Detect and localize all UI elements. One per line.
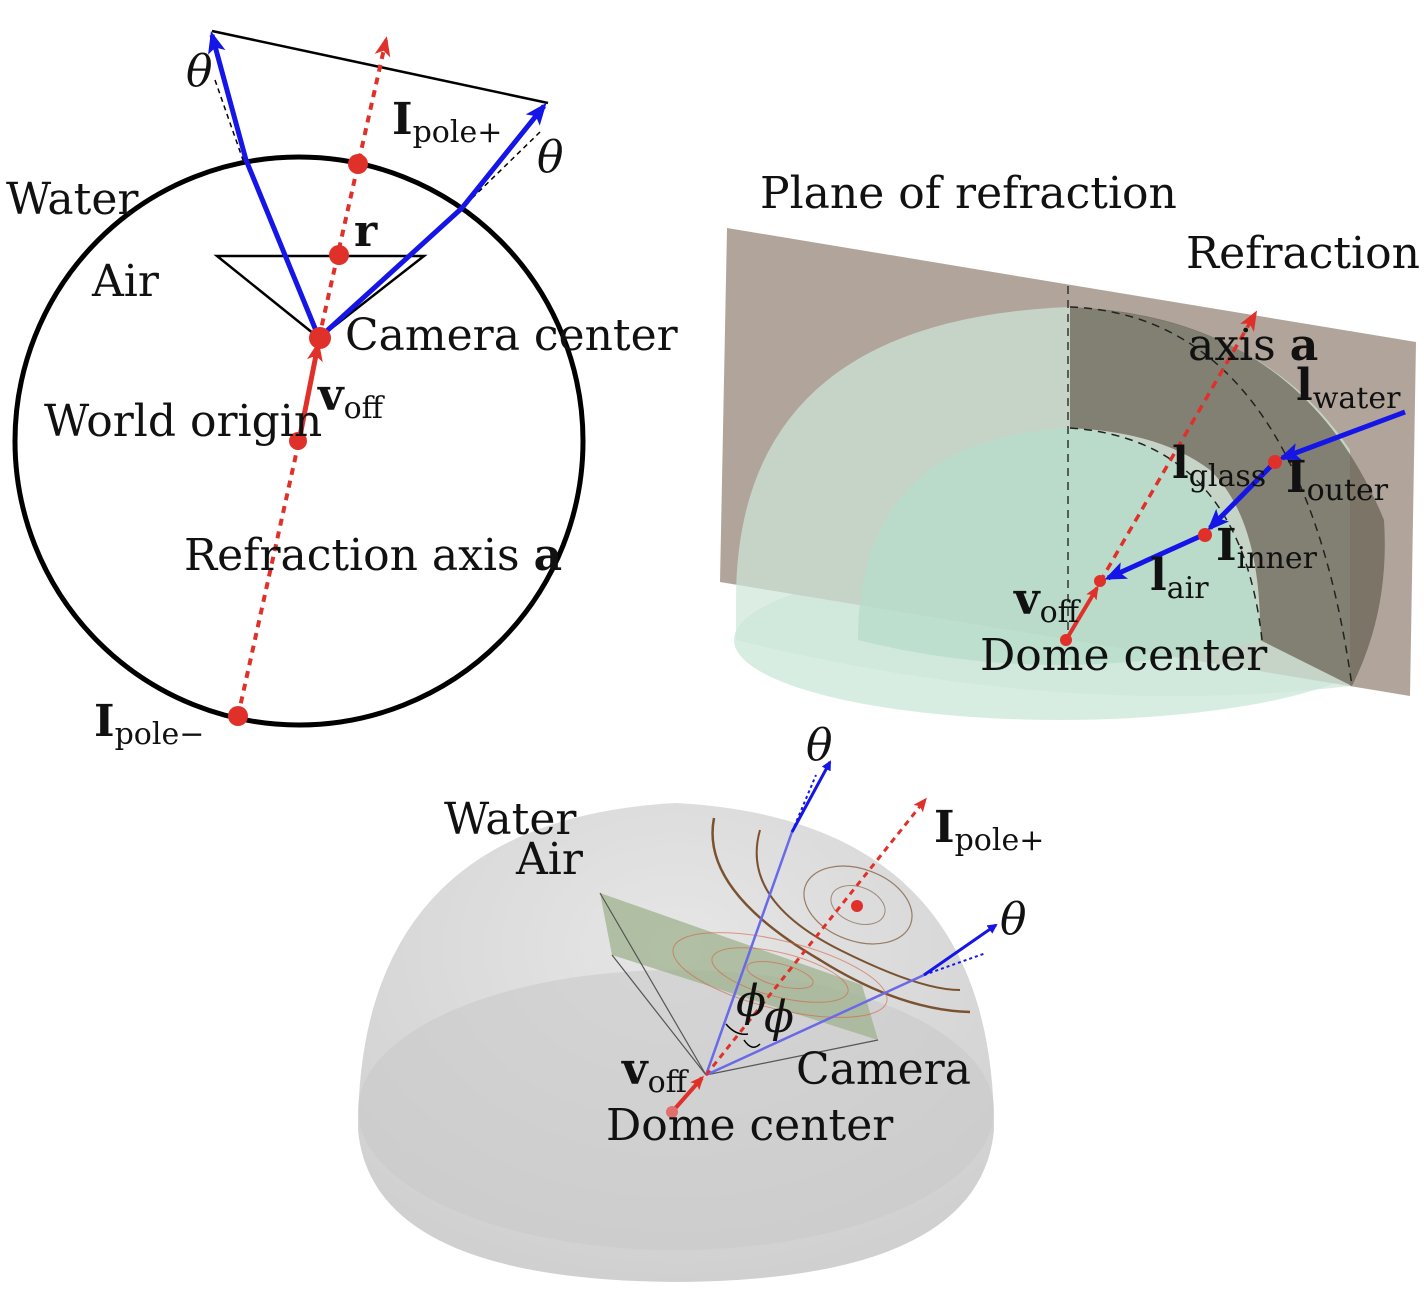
pole-plus-point [348,154,368,174]
camera-center-point [309,327,331,349]
camera-frustum-lines [599,892,879,1076]
axis-a-dashed [1098,310,1258,583]
dome-center-point [1060,634,1072,646]
inner-dome [858,428,1262,665]
ray-l-air [1104,532,1205,581]
panel-b-plane-of-refraction: Plane of refraction Refraction axis a lw… [720,168,1420,720]
outer-dome-outline [1069,306,1353,687]
label-theta-top: θ [806,720,833,771]
panel-c-dome-3d: Water Air θ θ Ipole+ ϕ ϕ voff Camera Dom… [358,720,1044,1282]
phi-arc-right [743,1039,761,1048]
ray-l-water [1278,409,1406,461]
ray-right-inner [705,973,925,1077]
pole-minus-point [228,706,248,726]
label-camera-center: Camera center [345,310,679,361]
glass-shell [1070,307,1385,686]
pole-plus-point [851,900,863,912]
ray-top-inner [704,831,794,1076]
normal-dot-right [923,952,987,976]
dome-circle [12,154,586,728]
voff-tip-point [1094,575,1106,587]
label-theta-left: θ [186,46,213,97]
voff-arrow [670,1075,704,1114]
label-refraction-axis: Refraction axis a [184,530,562,581]
label-theta-right: θ [537,132,564,183]
label-pole-plus: Ipole+ [934,802,1044,858]
label-air: Air [515,834,584,885]
label-water: Water [444,794,577,845]
world-origin-point [289,432,307,450]
label-l-glass: lglass [1172,438,1266,494]
label-dome-center: Dome center [980,630,1268,681]
label-refraction: Refraction [1186,228,1420,279]
dome-center-point [666,1106,678,1118]
label-plane-title: Plane of refraction [760,168,1177,219]
refraction-axis-line [236,440,301,717]
camera-frustum [213,254,428,340]
label-voff: voff [317,370,386,426]
i-outer-point [1268,455,1282,469]
r-point [329,245,349,265]
label-voff: voff [1013,574,1082,630]
label-dome-center: Dome center [606,1100,894,1151]
dome-rings [711,817,971,1014]
phi-arc-left [725,1023,749,1036]
panel-a-dome-cross-section: Water Air θ θ Ipole+ r Camera center vof… [6,29,679,752]
label-pole-plus: Ipole+ [392,94,502,150]
label-water: Water [6,174,139,225]
ray-right-outer [923,923,998,977]
axis-dashed [704,797,927,1076]
normal-dot-top [791,774,817,833]
label-camera: Camera [796,1044,971,1095]
label-phi-right: ϕ [764,992,794,1043]
ray-left [208,31,322,339]
voff-arrow [296,341,323,442]
label-l-water: lwater [1296,360,1401,416]
i-inner-point [1198,528,1212,542]
label-air: Air [91,256,160,307]
label-r: r [354,206,378,257]
inner-dome-outline [1069,427,1263,641]
label-i-outer: Iouter [1286,452,1389,508]
image-plane [600,893,878,1040]
ray-right [317,102,547,340]
label-voff: voff [621,1044,690,1100]
label-theta-right: θ [1000,894,1027,945]
label-axis-a: axis a [1188,320,1318,371]
ray-l-glass [1207,461,1276,531]
axis-a-line [1064,585,1099,642]
label-i-inner: Iinner [1216,520,1318,576]
label-world-origin: World origin [44,396,322,447]
label-pole-minus: Ipole− [94,696,204,752]
label-l-air: lair [1150,550,1209,606]
ray-top-outer [790,760,832,833]
label-phi-left: ϕ [736,976,766,1027]
